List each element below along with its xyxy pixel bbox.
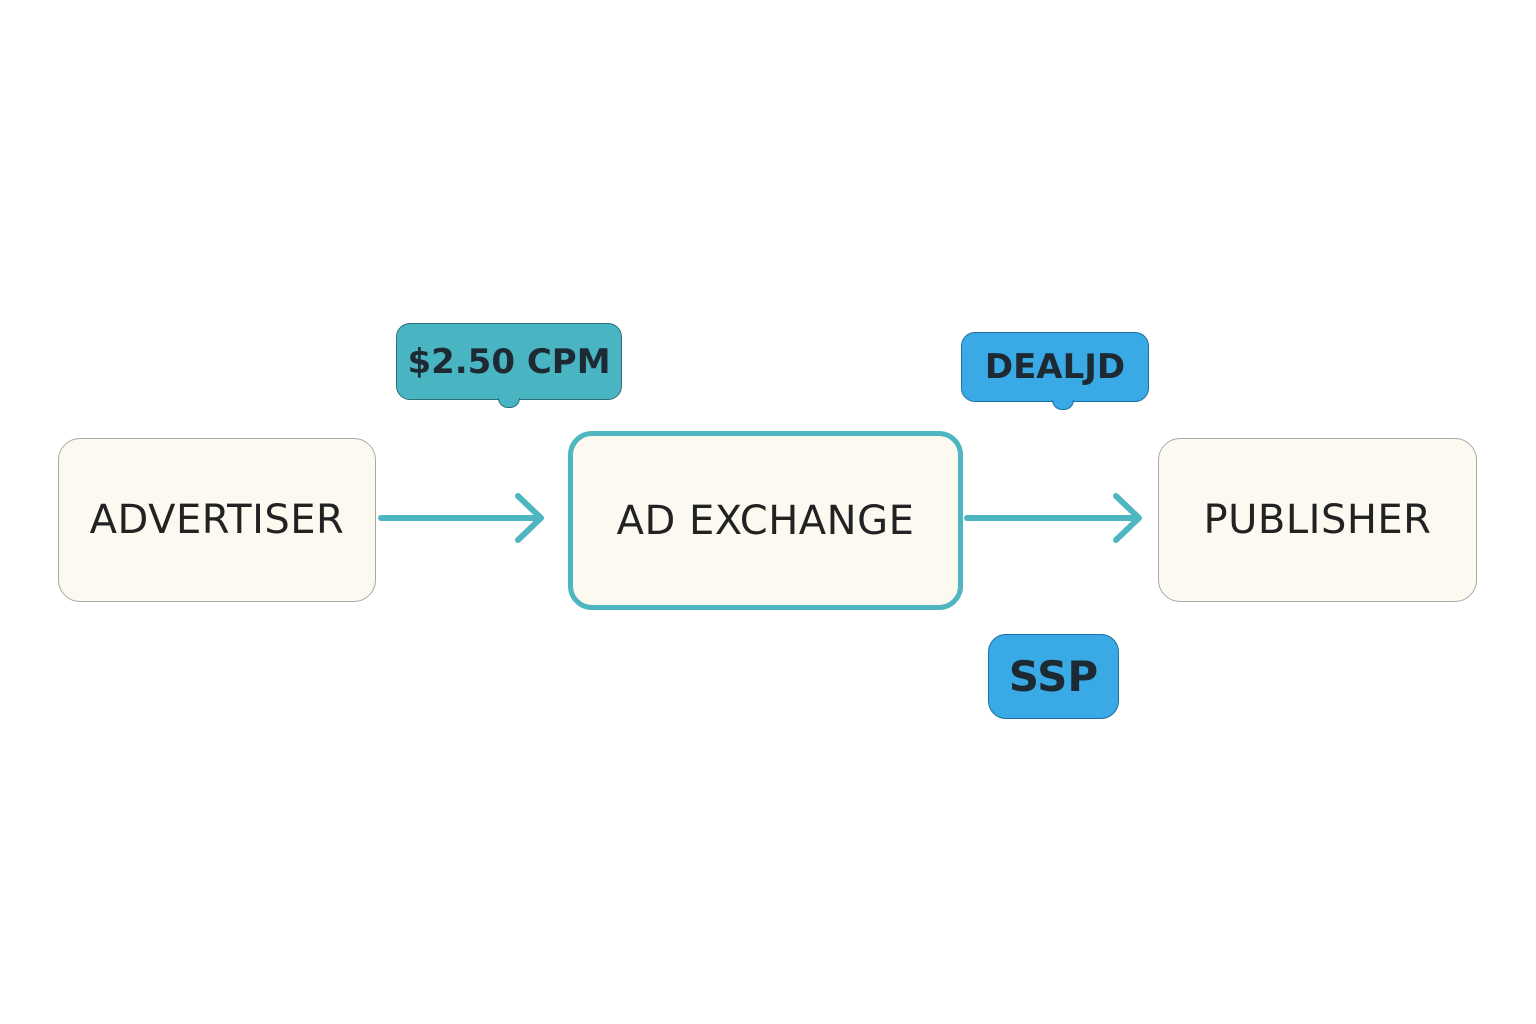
arrowhead-icon — [515, 493, 544, 543]
ad-exchange-node: AD EXCHANGE — [568, 431, 963, 610]
arrow-advertiser-to-exchange — [378, 493, 544, 543]
ad-exchange-label: AD EXCHANGE — [616, 497, 915, 544]
publisher-label: PUBLISHER — [1203, 497, 1432, 543]
arrowhead-icon — [1113, 493, 1142, 543]
deal-id-label: DEALJD — [984, 347, 1126, 387]
advertiser-label: ADVERTISER — [89, 497, 345, 543]
cpm-price-tag: $2.50 CPM — [396, 323, 622, 400]
ssp-tag: SSP — [988, 634, 1119, 719]
cpm-price-label: $2.50 CPM — [407, 341, 611, 382]
ssp-label: SSP — [1008, 652, 1099, 701]
publisher-node: PUBLISHER — [1158, 438, 1477, 602]
advertiser-node: ADVERTISER — [58, 438, 376, 602]
arrow-exchange-to-publisher — [964, 493, 1142, 543]
deal-id-tag: DEALJD — [961, 332, 1149, 402]
